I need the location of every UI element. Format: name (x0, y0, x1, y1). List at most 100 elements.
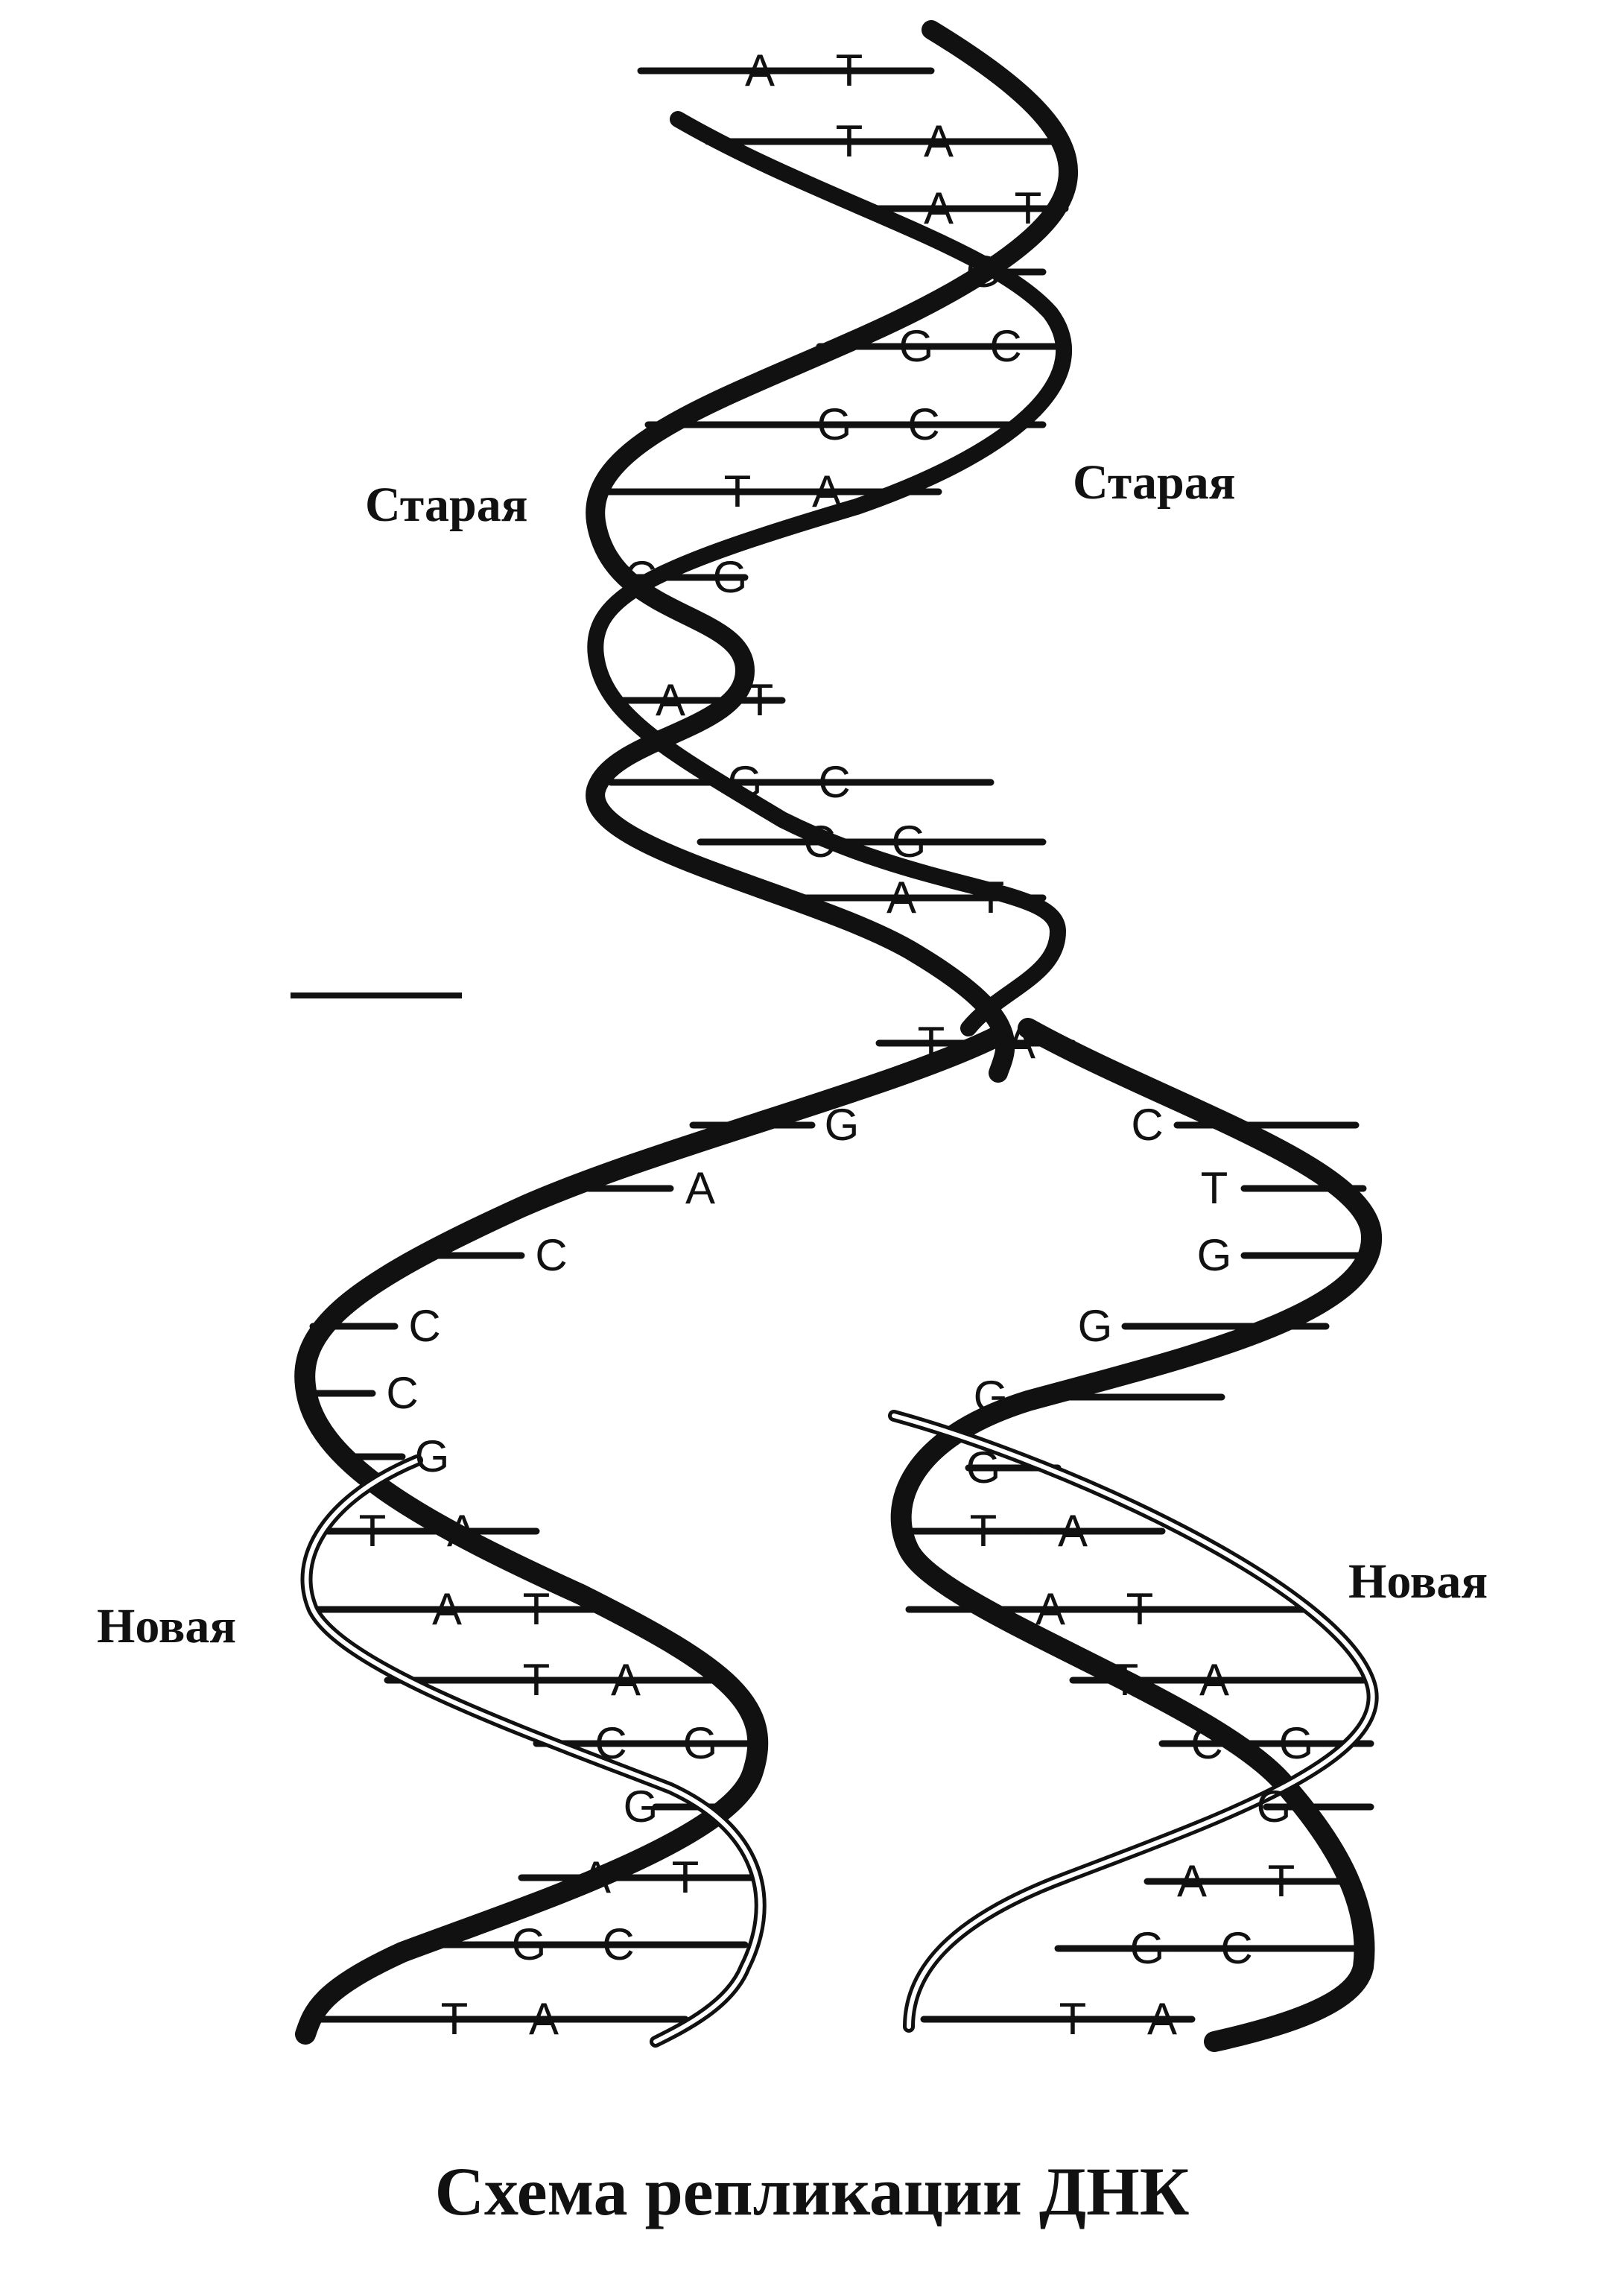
daughter_left_pairs-base-left: A (432, 1584, 462, 1634)
daughter_right_pairs-bond: ··· (1079, 1591, 1111, 1627)
daughter_right_pairs-bond: ··· (1153, 1662, 1186, 1698)
daughter_left_pairs-base-right: G (683, 1718, 718, 1768)
parent_pairs-base-right: C (989, 321, 1021, 371)
parent_pairs-base-right: G (713, 552, 748, 602)
unpaired-right-base: G (974, 1372, 1009, 1422)
parent_pairs-base-left: T (724, 466, 752, 516)
daughter_right_pairs-base-left: A (1177, 1856, 1207, 1906)
daughter_right_pairs-base-left: G (966, 1443, 1001, 1492)
parent_pairs-base-left: G (728, 757, 763, 807)
parental-helix (586, 20, 1079, 1083)
daughter_right_pairs-base-left: T (1059, 1994, 1087, 2044)
old-strand-label-left: Старая (365, 478, 528, 532)
parent_pairs-base-left: A (656, 675, 685, 725)
left-new-strand-inner (304, 1458, 763, 2044)
parent_pairs-base-right: T (836, 45, 863, 95)
parent_pairs-base-right: T (977, 873, 1005, 922)
daughter_right_pairs-bond: ··· (1176, 1930, 1208, 1966)
daughter_right_pairs-bond: ··· (1012, 1513, 1044, 1549)
daughter_right_pairs-base-right: C (1220, 1923, 1252, 1973)
unpaired-right-base: G (1197, 1230, 1232, 1280)
parent_pairs-base-left: A (745, 45, 775, 95)
parent_pairs-bond: ··· (788, 52, 821, 89)
daughter_left_pairs-bond: ··· (483, 2001, 516, 2037)
daughter_right_pairs-base-left: T (1111, 1655, 1139, 1705)
right-new-strand-inner (892, 1413, 1375, 2029)
parent_pairs-base-left: A (924, 183, 954, 233)
daughter_left_pairs-base-left: T (359, 1506, 387, 1556)
parent_pairs-base-right: G (892, 817, 927, 867)
daughter_left_pairs-bond: ··· (624, 1859, 657, 1896)
daughter_right_pairs-base-left: G (1257, 1782, 1292, 1831)
daughter_right_pairs-bond: ··· (1012, 1449, 1044, 1486)
parent_pairs-bond: ··· (848, 823, 881, 860)
daughter_left_pairs-base-left: T (441, 1994, 469, 2044)
old-strand-label-right: Старая (1073, 455, 1236, 510)
diagram-title: Схема репликации ДНК (434, 2153, 1190, 2229)
parent_pairs-base-left: C (624, 552, 656, 602)
daughter_right_pairs-bond: ··· (1101, 2001, 1134, 2037)
new-strand-label-right: Новая (1348, 1554, 1488, 1609)
daughter_left_pairs-bond: ··· (475, 1591, 508, 1627)
parent_pairs-bond: ··· (945, 328, 977, 364)
parent_pairs-bond: ··· (669, 559, 702, 595)
daughter_right_pairs-bond: ··· (1220, 1863, 1253, 1899)
daughter_right_pairs-base-left: A (1035, 1584, 1065, 1634)
old-strand-a-backbone (586, 20, 1079, 1083)
parent_pairs-base-right: A (924, 116, 954, 166)
parent_pairs-bond: ··· (699, 682, 732, 718)
daughter_left_pairs-base-left: C (594, 1718, 627, 1768)
parent_pairs-bond: ··· (960, 1025, 992, 1061)
unpaired-left-base: A (685, 1163, 715, 1213)
daughter_left_pairs-base-left: T (523, 1655, 551, 1705)
daughter_left_pairs-base-right: C (602, 1919, 634, 1969)
daughter_left_pairs-base-right: T (672, 1852, 700, 1902)
daughter_left_pairs-bond: ··· (639, 1725, 672, 1761)
unpaired-left-base: C (408, 1301, 440, 1351)
daughter_right_pairs-bond: ··· (1302, 1788, 1335, 1825)
unpaired-left-base: C (386, 1368, 418, 1418)
daughter_left_pairs-base-right: A (611, 1655, 641, 1705)
parent_pairs-bond: ··· (773, 764, 806, 800)
parent_pairs-base-left: G (899, 321, 934, 371)
daughter_left_pairs-base-right: A (529, 1994, 559, 2044)
parent_pairs-bond: ··· (863, 406, 895, 443)
daughter_right_pairs-base-right: A (1199, 1655, 1229, 1705)
left-old-strand-backbone (294, 1025, 1009, 2045)
daughter_right_pairs-base-right: A (1147, 1994, 1177, 2044)
unpaired-right-base: G (1078, 1301, 1113, 1351)
daughter_right_pairs-base-left: T (970, 1506, 997, 1556)
daughter_left_pairs-base-right: A (447, 1506, 477, 1556)
parent_pairs-base-right: A (812, 466, 842, 516)
old-strand-b-backbone (587, 111, 1072, 1036)
parent_pairs-base-left: T (836, 116, 863, 166)
parent_pairs-bond: ··· (930, 879, 962, 916)
unpaired-right-base: C (1131, 1100, 1163, 1150)
daughter_right_pairs-base-right: G (1279, 1718, 1314, 1768)
parent_pairs-base-left: G (966, 247, 1001, 297)
parent_pairs-base-left: T (918, 1018, 945, 1068)
parent_pairs-base-left: C (803, 817, 835, 867)
daughter_left_pairs-bond: ··· (557, 1926, 590, 1963)
daughter_right_pairs-base-left: G (1130, 1923, 1165, 1973)
daughter_left_pairs-base-left: G (512, 1919, 547, 1969)
parent_pairs-base-right: T (746, 675, 774, 725)
unpaired-left-base: G (825, 1100, 860, 1150)
parent_pairs-base-right: T (1015, 183, 1042, 233)
daughter_right_pairs-base-right: T (1268, 1856, 1295, 1906)
daughter_right_pairs-base-right: T (1126, 1584, 1154, 1634)
daughter_left_pairs-bond: ··· (401, 1513, 434, 1549)
parent_pairs-base-right: C (907, 399, 939, 449)
parent_pairs-bond: ··· (878, 123, 910, 159)
parent_pairs-base-right: C (818, 757, 850, 807)
left-daughter-duplex (294, 1025, 1009, 2048)
daughter_right_pairs-base-right: A (1058, 1506, 1088, 1556)
daughter_left_pairs-base-right: T (523, 1584, 551, 1634)
parent_pairs-base-right: A (1006, 1018, 1035, 1068)
daughter_left_pairs-bond: ··· (669, 1788, 702, 1825)
unpaired-right-base: T (1201, 1163, 1228, 1213)
parent_pairs-base-left: A (886, 873, 916, 922)
new-strand-label-left: Новая (97, 1599, 237, 1653)
right-old-strand-backbone (890, 1018, 1383, 2052)
